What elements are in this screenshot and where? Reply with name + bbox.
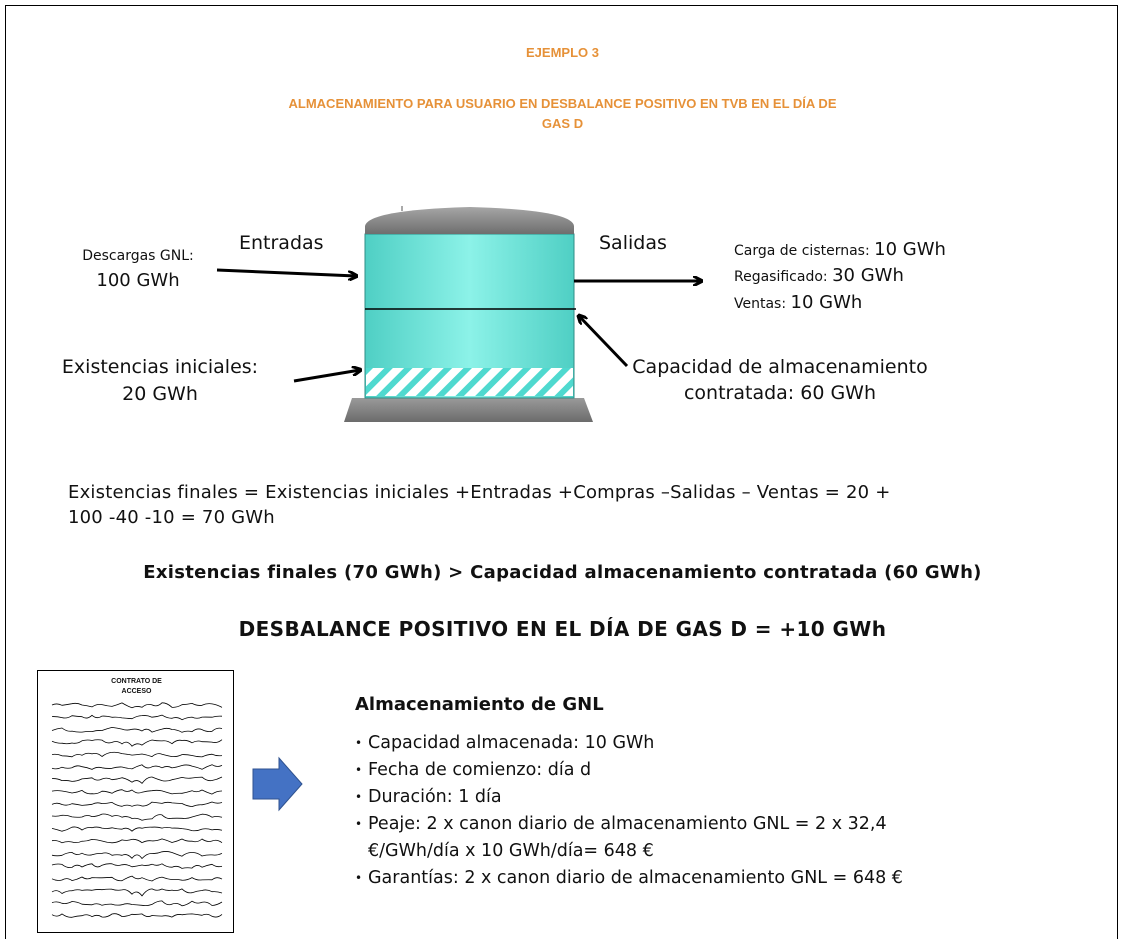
contract-text-line: [51, 764, 223, 770]
arrow-capacity: [579, 316, 629, 368]
tank-body: [364, 233, 576, 399]
contract-text-line: [51, 751, 223, 758]
arrow-entradas: [216, 268, 356, 276]
slide-frame: [5, 5, 1118, 939]
contract-text-line: [51, 714, 223, 721]
contract-text-line: [51, 851, 223, 860]
storage-item-capacity: •Capacidad almacenada: 10 GWh: [355, 733, 655, 753]
imbalance-statement: DESBALANCE POSITIVO EN EL DÍA DE GAS D =…: [238, 617, 887, 641]
arrow-initial-stock: [293, 370, 360, 383]
storage-details: Almacenamiento de GNL •Capacidad almacen…: [355, 692, 1115, 892]
output-regasificado: Regasificado: 30 GWh: [734, 265, 904, 286]
title-line-2: GAS D: [541, 116, 584, 131]
contract-document: CONTRATO DE ACCESO: [37, 670, 234, 933]
descargas-label: Descargas GNL:: [82, 248, 194, 264]
contract-text-line: [51, 726, 223, 733]
contract-text-line: [51, 913, 223, 918]
example-label: EJEMPLO 3: [526, 45, 599, 60]
contract-text-line: [51, 838, 223, 844]
comparison-statement: Existencias finales (70 GWh) > Capacidad…: [143, 562, 982, 583]
equation-line-2: 100 -40 -10 = 70 GWh: [68, 507, 275, 528]
storage-item-duration: •Duración: 1 día: [355, 787, 502, 807]
storage-item-guarantees: •Garantías: 2 x canon diario de almacena…: [355, 868, 903, 888]
title-line-1: ALMACENAMIENTO PARA USUARIO EN DESBALANC…: [288, 96, 837, 111]
output-ventas: Ventas: 10 GWh: [734, 292, 863, 313]
initial-stock-value: 20 GWh: [122, 383, 198, 405]
tank-base: [344, 398, 593, 422]
contract-text-line: [51, 776, 223, 785]
salidas-label: Salidas: [599, 232, 667, 254]
storage-item-start-date: •Fecha de comienzo: día d: [355, 760, 592, 780]
contract-text-line: [51, 813, 223, 821]
contract-text-line: [51, 863, 223, 869]
blue-right-arrow: [252, 756, 303, 812]
output-cisternas: Carga de cisternas: 10 GWh: [734, 239, 946, 260]
capacity-label-1: Capacidad de almacenamiento: [632, 356, 928, 378]
storage-heading: Almacenamiento de GNL: [355, 694, 604, 715]
equation-line-1: Existencias finales = Existencias inicia…: [68, 482, 891, 503]
contract-text-line: [51, 888, 223, 897]
contract-title: CONTRATO DE ACCESO: [111, 678, 162, 695]
initial-stock-label: Existencias iniciales:: [61, 356, 259, 378]
contract-text-lines: [51, 702, 223, 918]
contract-text-line: [51, 739, 223, 747]
storage-list: •Capacidad almacenada: 10 GWh •Fecha de …: [355, 730, 1115, 892]
contract-text-line: [51, 789, 223, 795]
entradas-label: Entradas: [239, 232, 324, 254]
storage-item-toll: •Peaje: 2 x canon diario de almacenamien…: [355, 814, 887, 861]
descargas-value: 100 GWh: [96, 270, 180, 291]
tank-roof: [365, 206, 574, 234]
equation: Existencias finales = Existencias inicia…: [68, 480, 1108, 530]
contract-text-line: [51, 900, 223, 907]
contract-text-line: [51, 826, 223, 832]
capacity-label-2: contratada: 60 GWh: [683, 382, 877, 404]
contract-text-line: [51, 875, 223, 882]
contract-text-line: [51, 702, 223, 709]
contract-text-line: [51, 801, 223, 808]
